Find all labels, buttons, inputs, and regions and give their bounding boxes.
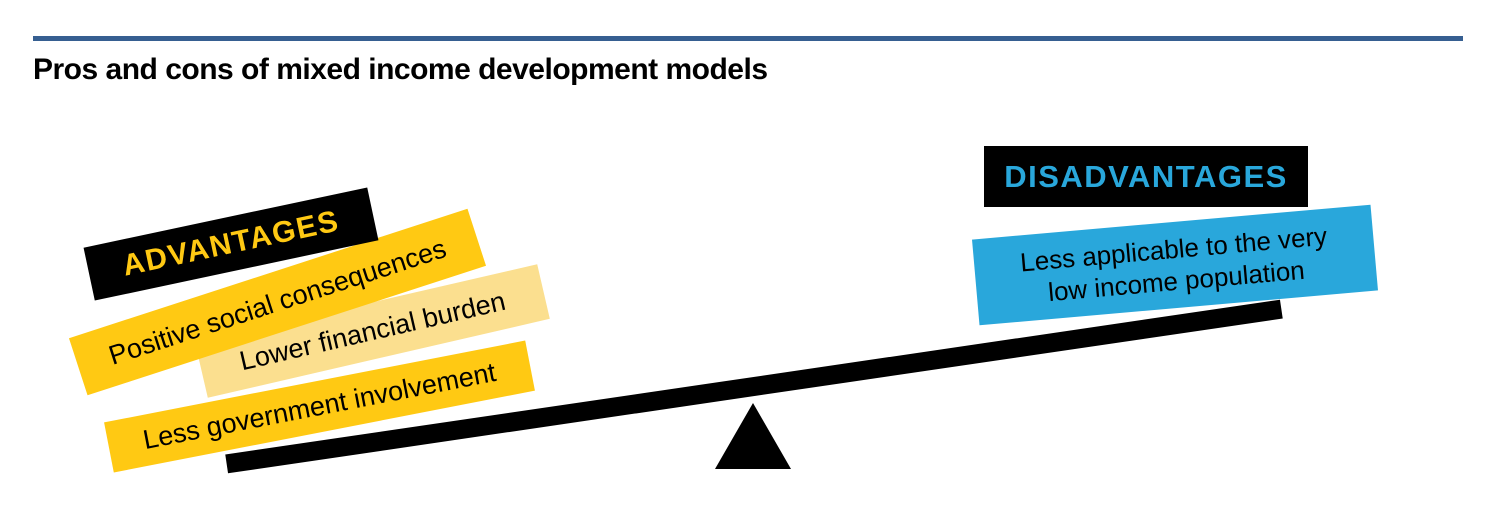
page-title: Pros and cons of mixed income developmen… <box>33 53 768 86</box>
header-accent-line <box>33 36 1463 41</box>
disadvantage-item-low-income: Less applicable to the very low income p… <box>972 204 1378 326</box>
disadvantages-header-label: DISADVANTAGES <box>1004 158 1288 194</box>
disadvantages-header: DISADVANTAGES <box>984 146 1308 207</box>
seesaw-fulcrum-triangle <box>715 403 791 469</box>
